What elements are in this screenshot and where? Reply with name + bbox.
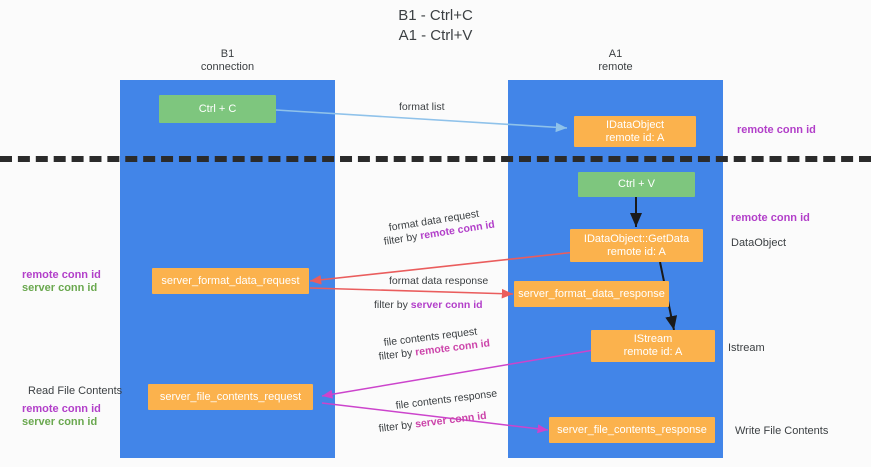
box-idataobject-label: IDataObject [605, 118, 665, 131]
edge-label-format-data-response-filter: filter by server conn id [374, 299, 483, 312]
annotation-text: DataObject [731, 237, 787, 249]
box-server-file-contents-response[interactable]: server_file_contents_response [549, 417, 715, 443]
box-istream-label: IStream [633, 333, 673, 345]
filter-key-server-conn-id: server conn id [410, 299, 483, 311]
box-getdata-label: IDataObject::GetData [583, 232, 690, 245]
annotation-text: remote conn id [22, 269, 101, 281]
connector-file-contents-response [321, 402, 549, 434]
annotation-write-file-contents: Write File Contents [735, 424, 828, 438]
edge-label-format-data-response: format data response [389, 275, 488, 288]
annotation-text: remote conn id [731, 212, 810, 224]
annotation-read-file-contents: Read File Contents [28, 384, 122, 398]
box-getdata-sub: remote id: A [607, 245, 666, 258]
edge-label-format-list: format list [399, 101, 445, 114]
annotation-left-server-conn-id-bottom: server conn id [22, 415, 97, 429]
annotation-text: remote conn id [737, 124, 816, 136]
box-server-format-data-response[interactable]: server_format_data_response [514, 281, 669, 307]
connector-format-data-request [309, 251, 577, 285]
box-server-file-contents-request[interactable]: server_file_contents_request [148, 384, 313, 410]
box-server-format-data-request[interactable]: server_format_data_request [152, 268, 309, 294]
page-title: B1 - Ctrl+C A1 - Ctrl+V [0, 6, 871, 46]
box-idataobject-getdata[interactable]: IDataObject::GetData remote id: A [570, 229, 703, 262]
annotation-left-server-conn-id-mid: server conn id [22, 281, 97, 295]
box-format-request-label: server_format_data_request [161, 274, 300, 287]
box-file-request-label: server_file_contents_request [159, 390, 302, 403]
annotation-right-remote-conn-id-mid: remote conn id [731, 211, 810, 225]
annotation-text: server conn id [22, 416, 98, 428]
lane-header-b1-name: B1 [220, 48, 235, 60]
box-file-response-label: server_file_contents_response [557, 423, 707, 436]
edge-label-format-list-text: format list [399, 101, 445, 113]
annotation-text: server conn id [22, 282, 98, 294]
box-idataobject-sub: remote id: A [605, 131, 665, 144]
lane-header-b1: B1 connection [120, 48, 335, 74]
annotation-dataobject: DataObject [731, 236, 786, 250]
lane-header-a1: A1 remote [508, 48, 723, 74]
box-format-response-label: server_format_data_response [518, 287, 665, 300]
section-divider [0, 156, 871, 162]
annotation-text: Write File Contents [735, 425, 829, 437]
annotation-text: Read File Contents [28, 385, 123, 397]
lane-header-b1-role: connection [200, 61, 255, 73]
title-line-1: B1 - Ctrl+C [398, 7, 473, 24]
box-idataobject[interactable]: IDataObject remote id: A [574, 116, 696, 147]
annotation-left-remote-conn-id-bottom: remote conn id [22, 402, 101, 416]
annotation-text: remote conn id [22, 403, 101, 415]
connector-format-data-response [309, 287, 514, 299]
box-istream-sub: remote id: A [623, 346, 683, 358]
filter-prefix: filter by [374, 299, 411, 311]
box-ctrl-v-label: Ctrl + V [618, 178, 655, 190]
annotation-left-remote-conn-id-mid: remote conn id [22, 268, 101, 282]
box-ctrl-c[interactable]: Ctrl + C [159, 95, 276, 123]
connector-file-contents-request [321, 349, 595, 399]
annotation-istream: Istream [728, 341, 765, 355]
annotation-text: Istream [728, 342, 765, 354]
lane-header-a1-role: remote [598, 61, 633, 73]
lane-header-a1-name: A1 [608, 48, 623, 60]
annotation-right-remote-conn-id-top: remote conn id [737, 123, 816, 137]
title-line-2: A1 - Ctrl+V [398, 27, 473, 44]
box-istream[interactable]: IStream remote id: A [591, 330, 715, 362]
connector-format-list [275, 109, 568, 133]
edge-label-format-data-response-text: format data response [389, 275, 489, 287]
box-ctrl-c-label: Ctrl + C [198, 102, 237, 115]
box-ctrl-v[interactable]: Ctrl + V [578, 172, 695, 197]
